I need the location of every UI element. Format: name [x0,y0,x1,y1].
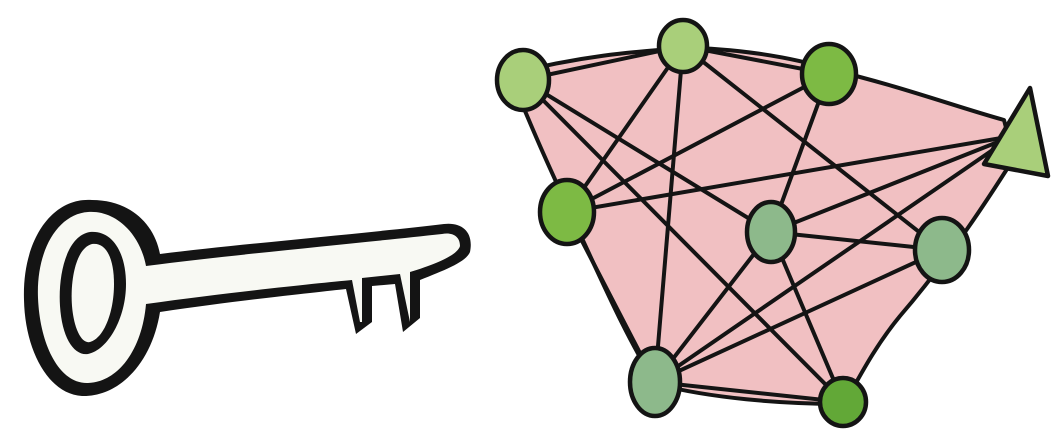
network-graph-icon [497,20,1048,426]
network-node [802,44,856,104]
network-node [540,180,594,244]
network-node [659,20,707,72]
network-node [747,202,795,262]
key-icon [24,200,471,396]
network-node [497,50,549,110]
network-node [915,218,969,282]
network-node [630,348,680,416]
network-node [820,378,866,426]
